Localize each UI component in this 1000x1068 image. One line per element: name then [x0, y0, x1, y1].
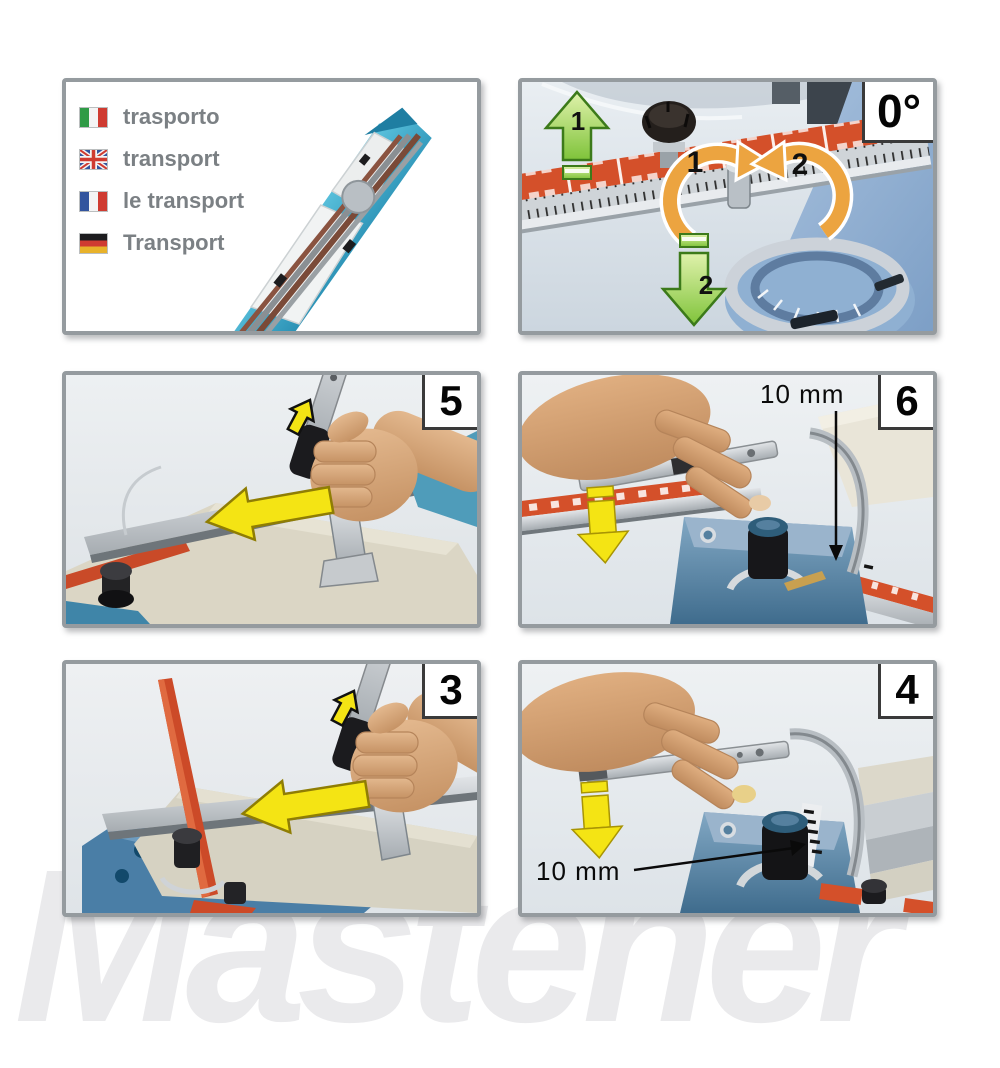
tile-cutter-photo [66, 82, 477, 331]
release-lever-arrow-icon [286, 398, 316, 437]
step-5-photo [66, 375, 477, 624]
step-badge-4: 4 [878, 664, 933, 719]
push-left-arrow-icon [240, 778, 371, 835]
release-lever-arrow-icon [330, 689, 360, 728]
rotate-left-arrow-icon [659, 139, 774, 249]
panel-step-3: 3 [62, 660, 481, 917]
language-legend: trasporto transport le transport Transpo… [80, 96, 244, 264]
step-badge-0deg: 0° [862, 82, 933, 143]
rotate-right-number: 2 [792, 148, 809, 181]
legend-label-italian: trasporto [123, 104, 220, 129]
tile-cutter-illustration [219, 107, 432, 331]
step-6-photo [522, 375, 933, 624]
hand [522, 375, 771, 519]
hand [310, 410, 477, 522]
france-flag-icon [80, 191, 107, 211]
step-4-photo [522, 664, 933, 913]
uk-flag-icon [80, 149, 107, 169]
push-left-arrow-icon [204, 485, 335, 542]
germany-flag-icon [80, 233, 107, 253]
panel-step-4: 10 mm 4 [518, 660, 937, 917]
press-down-arrow-icon [576, 485, 630, 564]
lift-up-arrow-icon: 1 [543, 90, 611, 180]
lift-arrow-number: 1 [571, 106, 585, 136]
step-badge-5: 5 [422, 375, 477, 430]
hand [522, 672, 756, 810]
lower-down-arrow-icon: 2 [660, 233, 728, 327]
legend-label-english: transport [123, 146, 220, 171]
rotate-left-number: 1 [687, 146, 704, 179]
legend-label-german: Transport [123, 230, 225, 255]
italy-flag-icon [80, 107, 107, 127]
step-3-photo [66, 664, 477, 913]
lower-arrow-number: 2 [699, 270, 713, 300]
panel-step-6: 10 mm 6 [518, 371, 937, 628]
panel-step-0deg: 1 2 1 2 0° [518, 78, 937, 335]
legend-row-french: le transport [80, 180, 244, 222]
legend-row-english: transport [80, 138, 244, 180]
step-badge-3: 3 [422, 664, 477, 719]
legend-row-italian: trasporto [80, 96, 244, 138]
panel-legend: trasporto transport le transport Transpo… [62, 78, 481, 335]
angle-setting-photo: 1 2 1 2 [522, 82, 933, 331]
dimension-label-10mm: 10 mm [536, 856, 621, 886]
step-badge-6: 6 [878, 375, 933, 430]
rotate-right-arrow-icon [748, 139, 854, 241]
press-down-arrow-icon [570, 780, 624, 859]
legend-row-german: Transport [80, 222, 244, 264]
dimension-leader-line [829, 411, 843, 561]
panel-step-5: 5 [62, 371, 481, 628]
dimension-leader-line [633, 840, 806, 872]
dimension-label-10mm: 10 mm [760, 379, 845, 409]
legend-label-french: le transport [123, 188, 245, 213]
